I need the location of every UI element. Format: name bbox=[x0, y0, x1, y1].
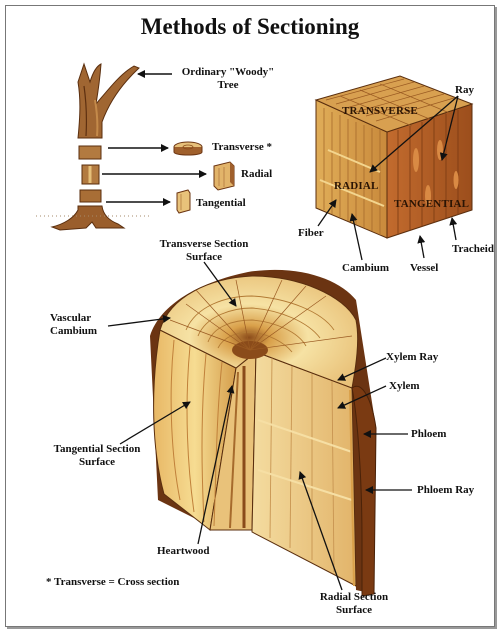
transverse-piece bbox=[174, 142, 202, 155]
vascular-cambium-line2: Cambium bbox=[50, 325, 97, 338]
phloem-label: Phloem bbox=[411, 428, 446, 441]
transverse-surface-label: Transverse Section Surface bbox=[140, 238, 268, 264]
tangential-surface-label: Tangential Section Surface bbox=[36, 443, 158, 469]
wood-block bbox=[316, 76, 472, 238]
tree-label-line1: Ordinary "Woody" bbox=[172, 66, 284, 79]
vessel-arrow bbox=[420, 236, 424, 258]
tracheid-label: Tracheid bbox=[452, 243, 494, 256]
cambium-label: Cambium bbox=[342, 262, 389, 275]
tracheid-arrow bbox=[452, 218, 456, 240]
tangential-surface-line1: Tangential Section bbox=[36, 443, 158, 456]
heartwood-label: Heartwood bbox=[157, 545, 210, 558]
block-face-radial: RADIAL bbox=[334, 180, 379, 193]
tangential-surface-line2: Surface bbox=[36, 456, 158, 469]
radial-label: Radial bbox=[241, 168, 272, 181]
vascular-cambium-label: Vascular Cambium bbox=[50, 312, 97, 338]
radial-piece bbox=[214, 162, 234, 190]
phloem-ray-label: Phloem Ray bbox=[417, 484, 474, 497]
vascular-cambium-line1: Vascular bbox=[50, 312, 97, 325]
tree-label-line2: Tree bbox=[172, 79, 284, 92]
tangential-piece bbox=[177, 190, 190, 213]
transverse-surface-line2: Surface bbox=[140, 251, 268, 264]
ray-label: Ray bbox=[455, 84, 474, 97]
xylem-label: Xylem bbox=[389, 380, 420, 393]
tree-illustration bbox=[36, 64, 150, 230]
xylem-ray-label: Xylem Ray bbox=[386, 351, 438, 364]
footnote: * Transverse = Cross section bbox=[46, 576, 179, 589]
fiber-label: Fiber bbox=[298, 227, 324, 240]
radial-surface-line2: Surface bbox=[306, 604, 402, 617]
radial-surface-label: Radial Section Surface bbox=[306, 591, 402, 617]
radial-surface-line1: Radial Section bbox=[306, 591, 402, 604]
block-face-transverse: TRANSVERSE bbox=[342, 105, 418, 118]
tree-label: Ordinary "Woody" Tree bbox=[172, 66, 284, 92]
vessel-label: Vessel bbox=[410, 262, 438, 275]
block-face-tangential: TANGENTIAL bbox=[394, 198, 469, 211]
tangential-label: Tangential bbox=[196, 197, 246, 210]
transverse-label: Transverse * bbox=[212, 141, 272, 154]
transverse-surface-line1: Transverse Section bbox=[140, 238, 268, 251]
